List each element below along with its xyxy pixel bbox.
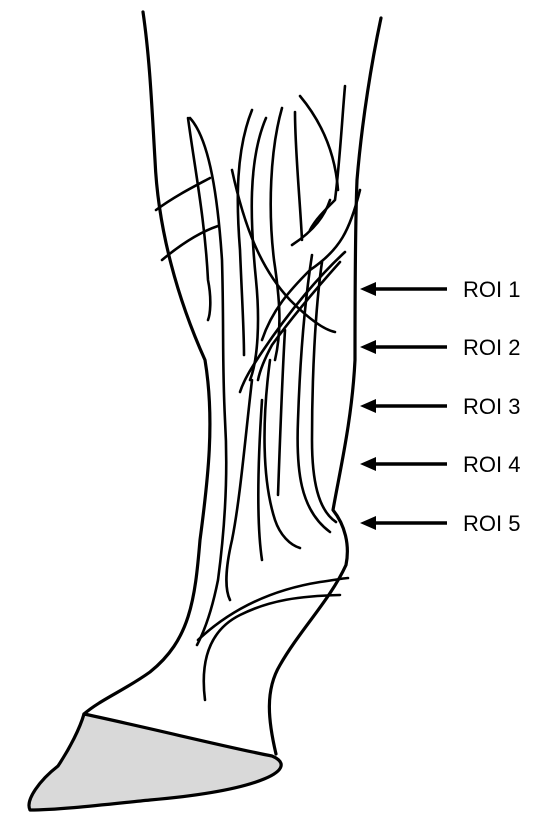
roi-5-marker: ROI 5 bbox=[360, 511, 520, 536]
roi-4-label: ROI 4 bbox=[463, 452, 520, 477]
tendon-1 bbox=[188, 118, 210, 320]
tendon-branch-3 bbox=[292, 200, 330, 245]
tendon-branch-1 bbox=[300, 96, 338, 190]
roi-5-label: ROI 5 bbox=[463, 511, 520, 536]
roi-2-marker: ROI 2 bbox=[360, 335, 520, 360]
roi-1-label: ROI 1 bbox=[463, 277, 520, 302]
roi-2-label: ROI 2 bbox=[463, 335, 520, 360]
tendon-5 bbox=[271, 108, 282, 360]
roi-1-marker: ROI 1 bbox=[360, 277, 520, 302]
tendon-right-2 bbox=[312, 262, 336, 522]
leg-outline-right bbox=[269, 18, 381, 754]
roi-3-marker: ROI 3 bbox=[360, 394, 520, 419]
tendon-right-3 bbox=[278, 330, 285, 495]
hoof bbox=[29, 714, 281, 810]
tendon-central-1 bbox=[226, 380, 252, 600]
tendon-diagonal-1 bbox=[232, 170, 335, 332]
tendon-central-2 bbox=[258, 400, 262, 560]
band-lower bbox=[162, 226, 218, 260]
roi-3-label: ROI 3 bbox=[463, 394, 520, 419]
tendon-6 bbox=[295, 112, 302, 240]
roi-4-marker: ROI 4 bbox=[360, 452, 520, 477]
